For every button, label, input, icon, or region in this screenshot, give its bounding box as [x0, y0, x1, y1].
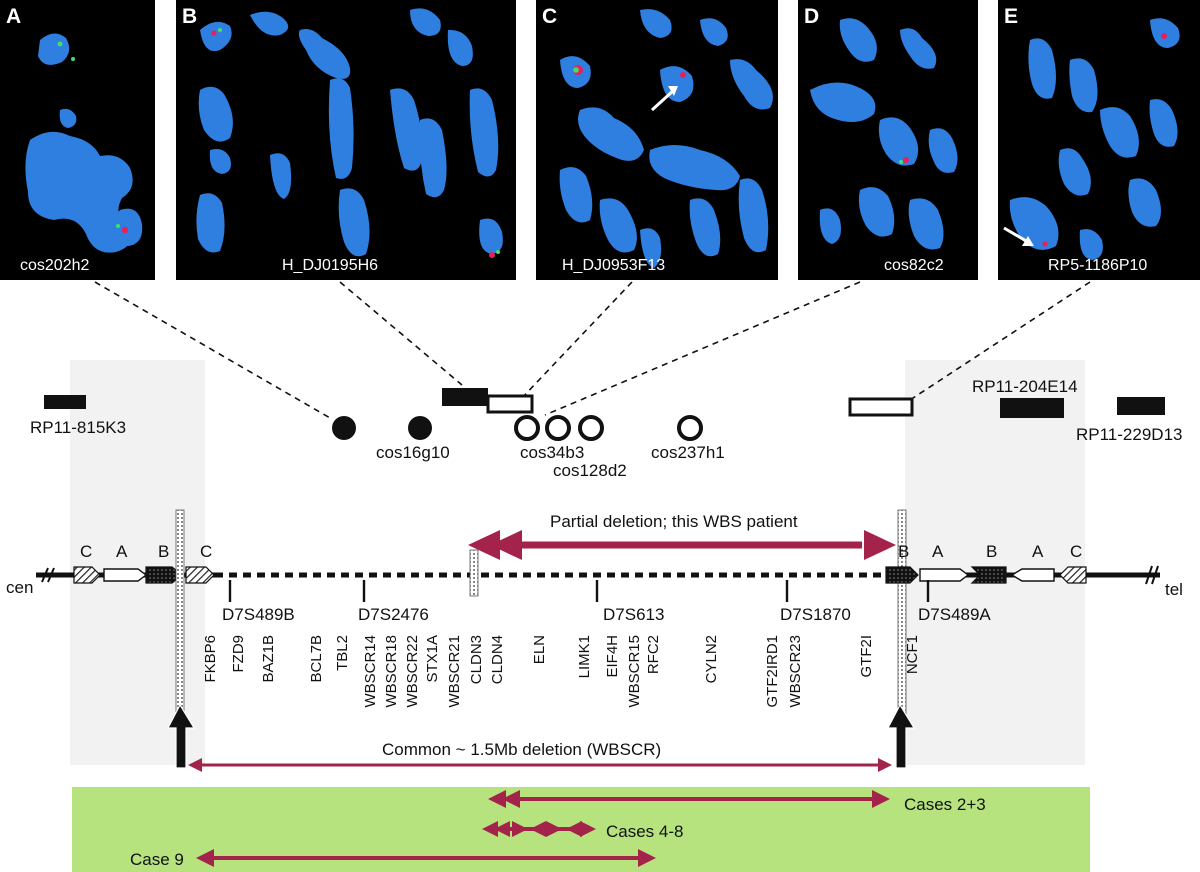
partial-deletion: Partial deletion; this WBS patient	[468, 512, 896, 560]
cen-label: cen	[6, 578, 33, 597]
panel-c: C H_DJ0953F13	[536, 0, 778, 280]
panel-d: D cos82c2	[798, 0, 978, 280]
gene-label-tbl2: TBL2	[334, 635, 351, 671]
panel-e-caption: RP5-1186P10	[1048, 257, 1147, 274]
panel-b-letter: B	[182, 5, 197, 28]
clone-cos128d2-label: cos128d2	[553, 461, 627, 480]
block-b-right-2	[970, 566, 1007, 584]
panel-d-letter: D	[804, 5, 819, 28]
panel-c-caption: H_DJ0953F13	[562, 257, 665, 274]
block-c-left	[73, 566, 101, 584]
panel-connectors	[94, 281, 1091, 419]
clone-cos34b3-dot	[514, 415, 540, 441]
clone-map: RP11-815K3 cos16g10 cos34b3 cos128d2 cos…	[30, 377, 1182, 480]
gene-label-wbscr15: WBSCR15	[626, 635, 643, 708]
clone-rp11-815k3-bar	[44, 395, 86, 409]
marker-d7s2476: D7S2476	[358, 605, 429, 624]
clone-cos82c2-dot	[545, 415, 571, 441]
panel-b-caption: H_DJ0195H6	[282, 257, 378, 274]
panel-c-letter: C	[542, 5, 557, 28]
duplication-shading	[70, 360, 1085, 765]
gene-label-wbscr21: WBSCR21	[446, 635, 463, 708]
block-a-right	[919, 568, 970, 582]
gene-label-gtf2ird1: GTF2IRD1	[764, 635, 781, 708]
block-label-a-r: A	[932, 542, 944, 561]
gene-label-cldn3: CLDN3	[468, 635, 485, 684]
gene-label-stx1a: STX1A	[424, 635, 441, 683]
block-label-a: A	[116, 542, 128, 561]
block-label-b-r2: B	[986, 542, 997, 561]
clone-cos237h1-dot	[677, 415, 703, 441]
gene-label-eln: ELN	[531, 635, 548, 664]
clone-cos34b3-label: cos34b3	[520, 443, 584, 462]
panel-d-caption: cos82c2	[884, 257, 944, 274]
clone-h-dj0953f13-bar	[486, 394, 534, 414]
common-deletion-label: Common ~ 1.5Mb deletion (WBSCR)	[382, 740, 661, 759]
clone-h-dj0195h6-bar	[442, 388, 488, 406]
panel-a-letter: A	[6, 5, 21, 28]
block-label-b: B	[158, 542, 169, 561]
case-9-label: Case 9	[130, 850, 184, 869]
block-label-c2: C	[200, 542, 212, 561]
clone-rp11-204e14-label: RP11-204E14	[972, 377, 1078, 396]
gene-label-wbscr18: WBSCR18	[383, 635, 400, 708]
panel-a-caption: cos202h2	[20, 257, 89, 274]
panel-e-letter: E	[1004, 5, 1018, 28]
clone-cos16g10-label: cos16g10	[376, 443, 450, 462]
cases-2-3-label: Cases 2+3	[904, 795, 986, 814]
panel-b: B H_DJ0195H6	[176, 0, 516, 280]
gene-label-cldn4: CLDN4	[489, 635, 506, 684]
block-label-b-r: B	[898, 542, 909, 561]
cases-band: Cases 2+3 Cases 4-8 Case 9	[72, 787, 1090, 872]
clone-cos237h1-label: cos237h1	[651, 443, 725, 462]
clone-rp11-229d13-label: RP11-229D13	[1076, 425, 1182, 444]
gene-label-gtf2i: GTF2I	[858, 635, 875, 678]
panel-a: A cos202h2	[0, 0, 155, 280]
gene-label-fzd9: FZD9	[230, 635, 247, 673]
partial-deletion-label: Partial deletion; this WBS patient	[550, 512, 798, 531]
cases-4-8-label: Cases 4-8	[606, 822, 683, 841]
block-a-left	[103, 568, 148, 582]
block-c-right	[1059, 566, 1087, 584]
gene-label-cyln2: CYLN2	[703, 635, 720, 683]
block-a-right-2	[1010, 568, 1055, 582]
block-label-c: C	[80, 542, 92, 561]
clone-rp5-1186p10-bar	[848, 397, 914, 417]
block-b-right	[885, 566, 919, 584]
gene-label-baz1b: BAZ1B	[260, 635, 277, 683]
gene-label-wbscr14: WBSCR14	[362, 635, 379, 708]
marker-d7s1870: D7S1870	[780, 605, 851, 624]
clone-rp11-229d13-bar	[1117, 397, 1165, 415]
fish-panels: A cos202h2	[0, 0, 1200, 280]
tel-label: tel	[1165, 580, 1183, 599]
gene-label-eif4h: EIF4H	[604, 635, 621, 678]
clone-rp11-204e14-bar	[1000, 398, 1064, 418]
gene-label-fkbp6: FKBP6	[202, 635, 219, 683]
clone-cos16g10-dot	[408, 416, 432, 440]
block-c-left-2	[185, 566, 215, 584]
clone-cos128d2-dot	[578, 415, 604, 441]
gene-label-wbscr23: WBSCR23	[787, 635, 804, 708]
common-deletion: Common ~ 1.5Mb deletion (WBSCR)	[167, 703, 916, 772]
panel-e: E RP5-1186P10	[998, 0, 1200, 280]
chromosome-map: cen tel C A B C B A B A C	[6, 509, 1183, 761]
block-label-a-r2: A	[1032, 542, 1044, 561]
marker-d7s489b: D7S489B	[222, 605, 295, 624]
marker-d7s613: D7S613	[603, 605, 664, 624]
gene-label-wbscr22: WBSCR22	[404, 635, 421, 708]
block-label-c-r: C	[1070, 542, 1082, 561]
marker-d7s489a: D7S489A	[918, 605, 991, 624]
gene-label-ncf1: NCF1	[904, 635, 921, 674]
clone-rp11-815k3-label: RP11-815K3	[30, 418, 126, 437]
gene-label-rfc2: RFC2	[645, 635, 662, 674]
clone-cos202h2-dot	[332, 416, 356, 440]
gene-label-limk1: LIMK1	[576, 635, 593, 678]
gene-label-bcl7b: BCL7B	[308, 635, 325, 683]
